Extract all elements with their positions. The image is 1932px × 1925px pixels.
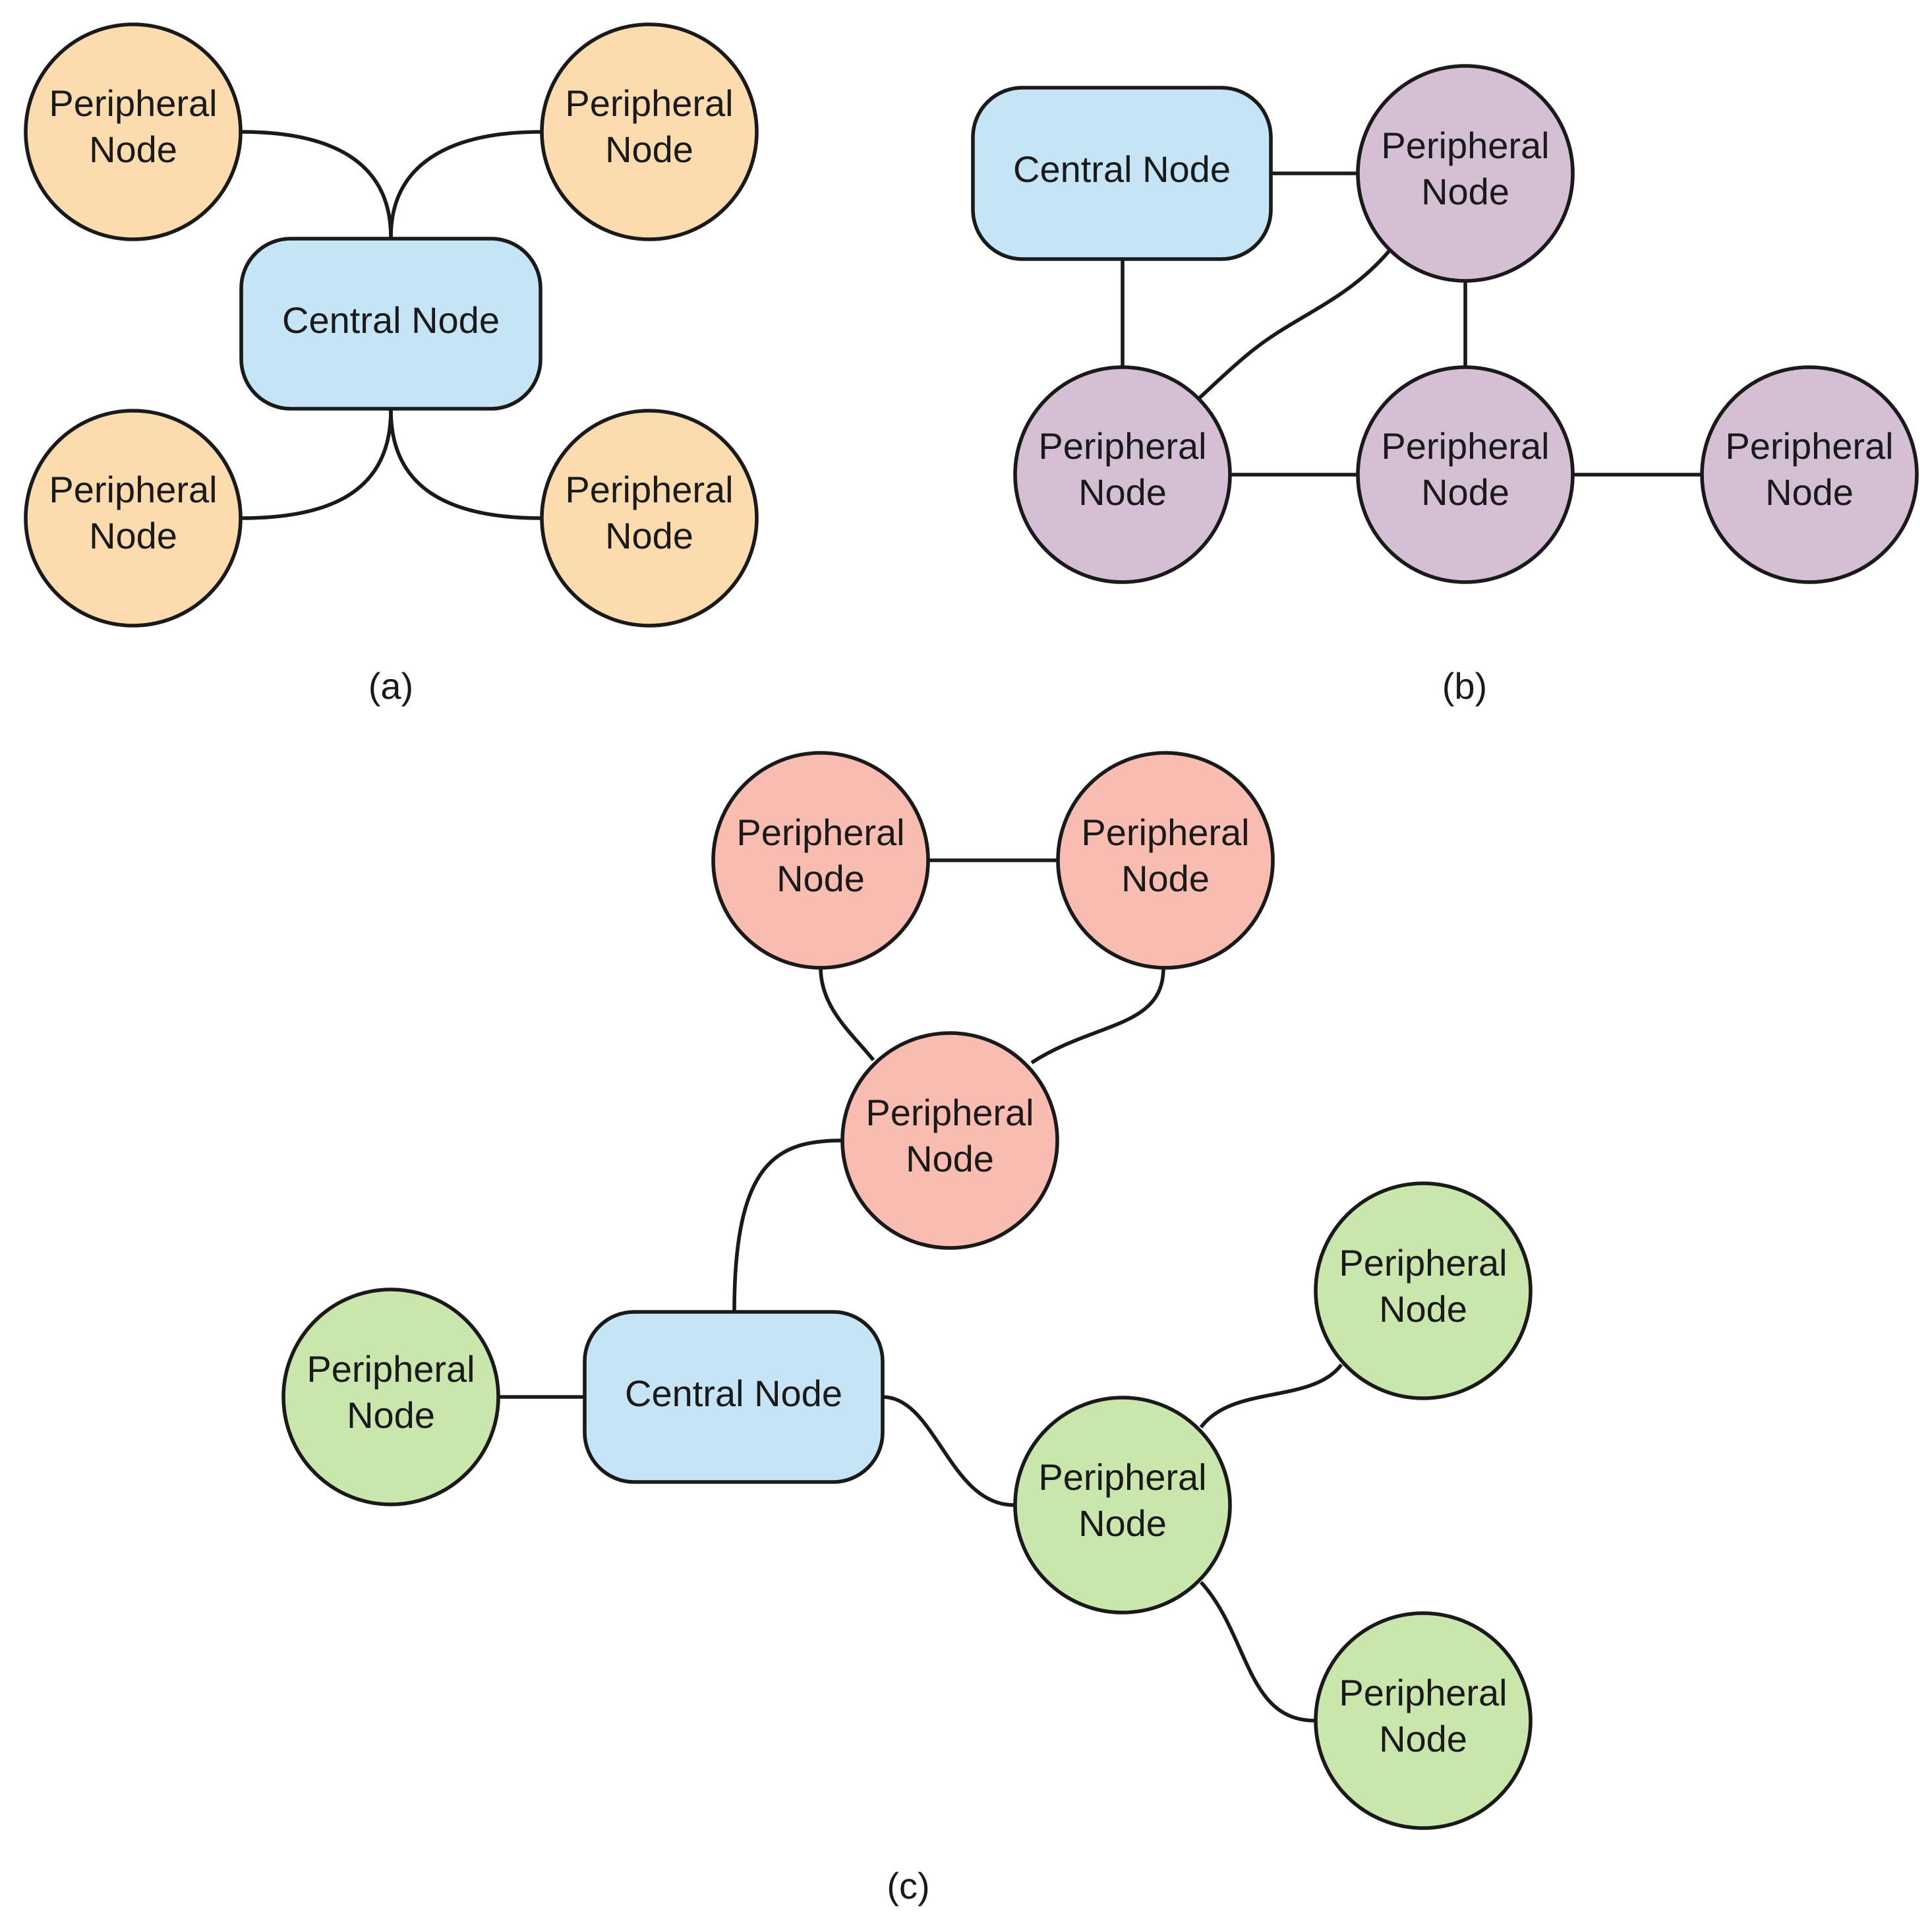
node-label-line1: Peripheral bbox=[1339, 1672, 1507, 1713]
node-b-peripheral-bottom-middle: Peripheral Node bbox=[1356, 365, 1575, 584]
node-label-line2: Node bbox=[776, 858, 865, 899]
node-c-green-upper-right: Peripheral Node bbox=[1314, 1181, 1533, 1400]
edge-a-bl bbox=[241, 409, 393, 520]
node-label-line2: Node bbox=[605, 129, 693, 170]
edge-a-tr bbox=[389, 130, 542, 238]
edge-b-diagonal bbox=[1197, 249, 1391, 401]
node-a-peripheral-top-left: Peripheral Node bbox=[24, 22, 243, 241]
node-a-peripheral-bottom-right: Peripheral Node bbox=[540, 409, 759, 628]
node-c-green-lower-right: Peripheral Node bbox=[1314, 1611, 1533, 1830]
node-label: Central Node bbox=[625, 1373, 842, 1414]
edge-c-central-to-green bbox=[882, 1395, 1016, 1507]
node-label-line1: Peripheral bbox=[1725, 425, 1893, 467]
node-label-line2: Node bbox=[1421, 171, 1509, 212]
node-label-line1: Peripheral bbox=[1038, 425, 1206, 467]
caption-b: (b) bbox=[1442, 665, 1487, 707]
node-a-peripheral-bottom-left: Peripheral Node bbox=[24, 409, 243, 628]
edge-a-tl bbox=[241, 130, 393, 238]
node-label-line1: Peripheral bbox=[1381, 125, 1549, 166]
node-label-line1: Peripheral bbox=[736, 812, 904, 853]
edge-c-green-upper bbox=[1199, 1363, 1343, 1429]
edge-c-red-to-central bbox=[732, 1139, 843, 1313]
node-label-line1: Peripheral bbox=[1081, 812, 1249, 853]
node-label-line1: Peripheral bbox=[565, 469, 733, 510]
node-a-peripheral-top-right: Peripheral Node bbox=[540, 22, 759, 241]
node-c-red-middle: Peripheral Node bbox=[840, 1031, 1059, 1250]
node-label-line2: Node bbox=[1379, 1718, 1467, 1760]
node-label-line2: Node bbox=[906, 1138, 994, 1179]
node-label-line2: Node bbox=[1078, 1502, 1167, 1544]
panel-c: Central Node Peripheral Node Peripheral … bbox=[281, 751, 1533, 1907]
node-label-line2: Node bbox=[89, 129, 177, 170]
node-b-peripheral-bottom-left: Peripheral Node bbox=[1013, 365, 1232, 584]
node-label-line1: Peripheral bbox=[1038, 1456, 1206, 1498]
node-label-line2: Node bbox=[1379, 1288, 1467, 1330]
node-label-line2: Node bbox=[1421, 471, 1509, 513]
node-label: Central Node bbox=[1013, 148, 1231, 190]
node-label-line2: Node bbox=[89, 515, 177, 556]
node-b-peripheral-bottom-right: Peripheral Node bbox=[1700, 365, 1919, 584]
caption-a: (a) bbox=[368, 665, 413, 707]
node-label-line2: Node bbox=[1765, 471, 1854, 513]
panel-b: Central Node Peripheral Node Peripheral … bbox=[971, 64, 1919, 707]
node-label-line1: Peripheral bbox=[49, 469, 217, 510]
node-c-green-left: Peripheral Node bbox=[281, 1288, 500, 1506]
node-a-central: Central Node bbox=[239, 237, 542, 411]
node-c-central: Central Node bbox=[583, 1310, 885, 1484]
node-label-line1: Peripheral bbox=[49, 82, 217, 124]
edge-c-red-left-down bbox=[819, 967, 875, 1061]
node-label-line1: Peripheral bbox=[307, 1348, 475, 1390]
node-b-central: Central Node bbox=[971, 86, 1273, 261]
node-label: Central Node bbox=[282, 299, 500, 341]
caption-c: (c) bbox=[887, 1865, 929, 1907]
node-c-green-middle: Peripheral Node bbox=[1013, 1396, 1232, 1614]
node-c-red-top-right: Peripheral Node bbox=[1056, 751, 1275, 970]
node-label-line1: Peripheral bbox=[1339, 1242, 1507, 1284]
node-c-red-top-left: Peripheral Node bbox=[711, 751, 930, 970]
edge-c-red-right-down bbox=[1030, 967, 1165, 1065]
node-label-line1: Peripheral bbox=[1381, 425, 1549, 467]
edge-a-br bbox=[389, 409, 542, 520]
node-label-line2: Node bbox=[1078, 471, 1167, 513]
edge-c-green-lower bbox=[1199, 1581, 1316, 1723]
node-label-line2: Node bbox=[1121, 858, 1210, 899]
node-label-line1: Peripheral bbox=[865, 1092, 1034, 1133]
node-label-line2: Node bbox=[605, 515, 693, 556]
node-b-peripheral-top: Peripheral Node bbox=[1356, 64, 1575, 283]
node-label-line1: Peripheral bbox=[565, 82, 733, 124]
panel-a: Central Node Peripheral Node Peripheral … bbox=[24, 22, 759, 707]
node-label-line2: Node bbox=[347, 1394, 435, 1436]
